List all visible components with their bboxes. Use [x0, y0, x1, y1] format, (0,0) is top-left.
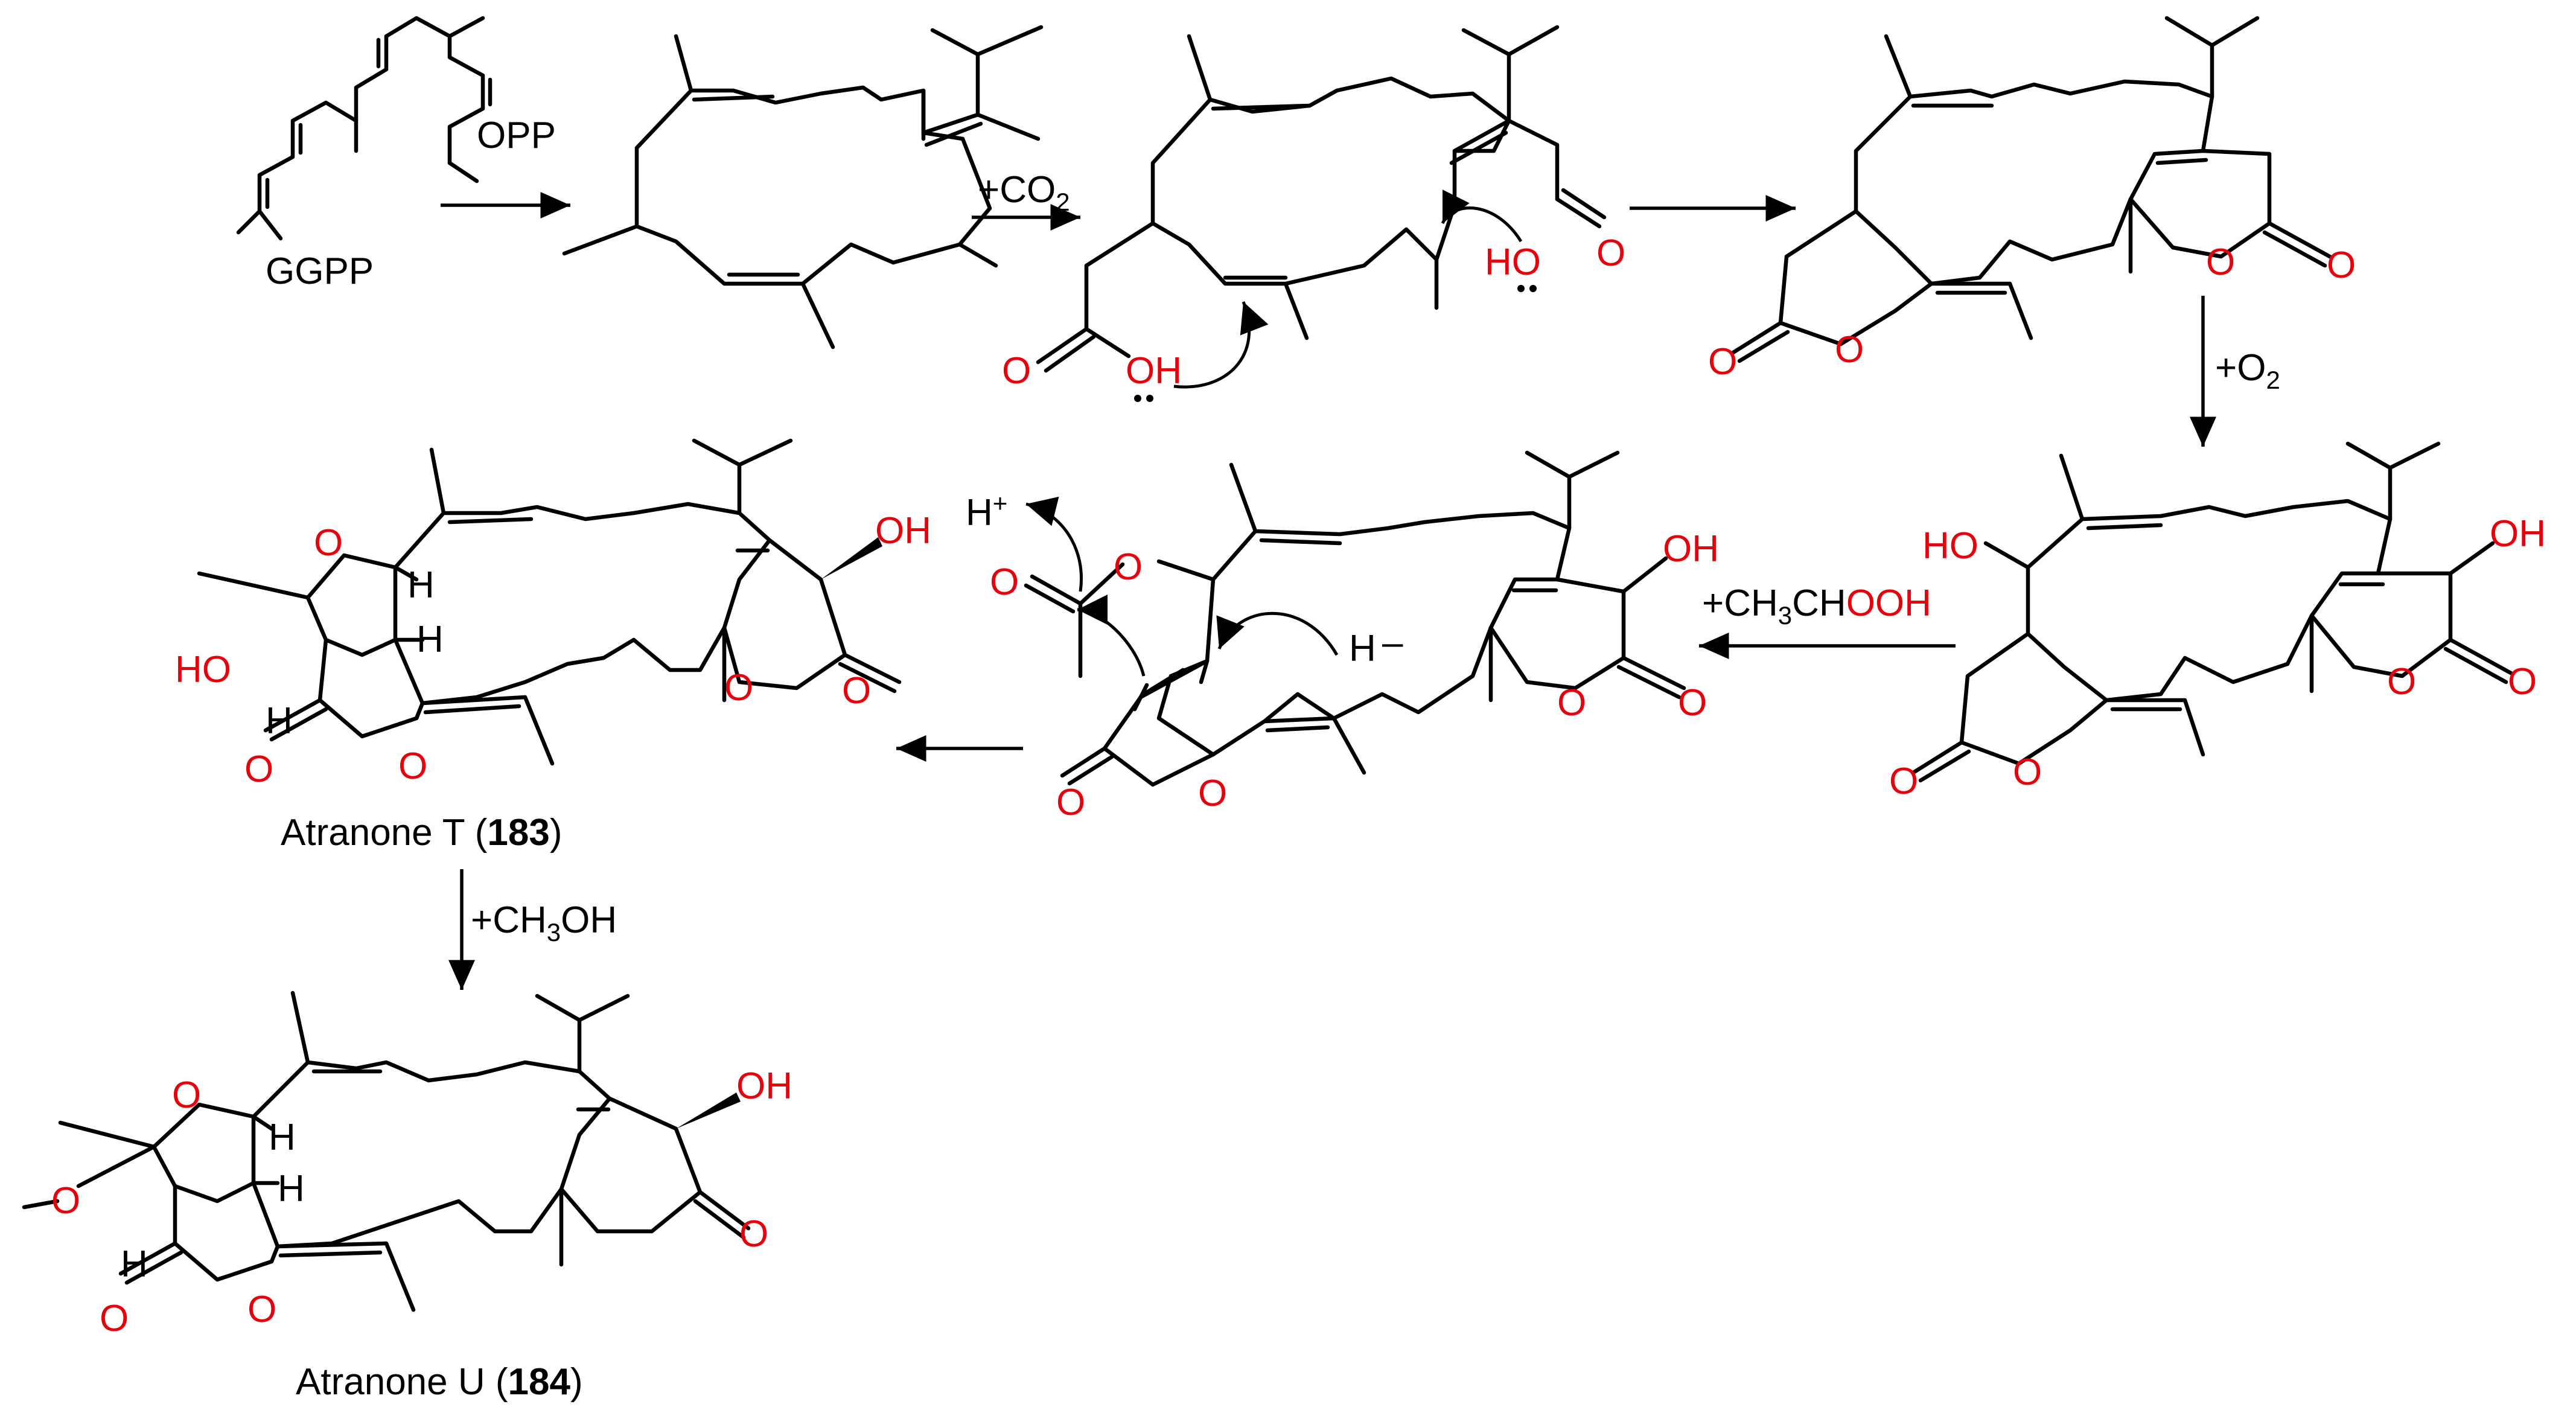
reagent-peracid-sub: 3	[1778, 601, 1792, 630]
curly-arrow-proton	[1025, 496, 1083, 592]
lone-pair-dot	[1146, 395, 1153, 402]
atranone-u-name: Atranone U (	[296, 1361, 508, 1403]
lone-pair-dot	[1529, 285, 1537, 292]
atranone-t-h3: H	[266, 700, 293, 742]
atranone-u-oh: OH	[736, 1065, 792, 1107]
reagent-methanol-sub: 3	[547, 918, 561, 946]
struct5-ho: HO	[1922, 525, 1978, 567]
ggpp-label: GGPP	[266, 250, 374, 292]
struct5-carbonyl-o1: O	[1889, 761, 1918, 802]
atranone-t-name: Atranone T (	[281, 812, 488, 853]
ggpp-molecule	[236, 16, 493, 241]
atranone-t-carbonyl-o2: O	[842, 670, 871, 712]
atranone-u-caption: Atranone U (184)	[296, 1361, 583, 1403]
reagent-peracid-ooh: OOH	[1846, 582, 1931, 624]
atranone-u-close: )	[570, 1361, 583, 1403]
reagent-methanol: +CH3OH	[471, 899, 617, 946]
wedge-bond	[821, 537, 882, 579]
wedge-bond	[676, 1093, 741, 1129]
dilactone	[1730, 16, 2332, 363]
dilactone-carbonyl-o2: O	[2327, 244, 2356, 286]
atranone-t-caption: Atranone T (183)	[281, 812, 562, 853]
reagent-co2-prefix: +CO	[978, 169, 1056, 211]
macrocycle-1	[562, 25, 1044, 349]
struct6-carbonyl-o1: O	[1056, 782, 1085, 823]
atranone-t-h2: H	[416, 619, 444, 660]
atranone-t-carbonyl-o1: O	[244, 748, 273, 790]
atranone-u-ring-o: O	[172, 1074, 201, 1116]
proton-h-symbol: H	[966, 492, 993, 534]
atranone-u-h3: H	[121, 1243, 148, 1285]
proton-charge: +	[993, 489, 1008, 517]
struct6-carbonyl-o2: O	[1678, 682, 1707, 724]
atranone-t-lactone-o: O	[398, 745, 427, 787]
dilactone-ring-o1: O	[1835, 329, 1864, 371]
atranone-u-number: 184	[508, 1361, 571, 1403]
struct5-oh: OH	[2490, 513, 2546, 555]
curly-arrow-acetate	[1077, 595, 1146, 677]
atranone-u-lactone-o: O	[247, 1289, 276, 1330]
struct6-ring-o2: O	[1557, 682, 1586, 724]
lone-pair-dot	[1134, 395, 1141, 402]
atranone-u-h1: H	[269, 1117, 296, 1158]
reagent-methanol-suffix: OH	[561, 899, 617, 941]
atranone-u-h2: H	[278, 1168, 305, 1210]
atranone-u-carbonyl-o2: O	[739, 1213, 768, 1255]
right-acid-o: O	[1596, 232, 1625, 274]
reagent-peracid: +CH3CHOOH	[1702, 582, 1931, 630]
curly-arrow-hydride	[1216, 611, 1339, 656]
curly-arrow-right	[1441, 190, 1523, 243]
reagent-methanol-prefix: +CH	[471, 899, 547, 941]
struct5-ring-o1: O	[2013, 751, 2042, 793]
reagent-peracid-ch2: CH	[1792, 582, 1846, 624]
atranone-t-ho: HO	[175, 649, 231, 691]
opp-label: OPP	[477, 115, 556, 156]
struct5-carbonyl-o2: O	[2508, 661, 2537, 703]
atranone-t-ring-o: O	[314, 522, 343, 564]
reagent-peracid-ch: +CH	[1702, 582, 1778, 624]
atranone-t-close: )	[550, 812, 563, 853]
acetoxy-ring-o: O	[1114, 546, 1143, 588]
struct5-ring-o2: O	[2387, 661, 2416, 703]
atranone-u-carbonyl-o1: O	[100, 1298, 129, 1339]
struct6-oh: OH	[1663, 528, 1719, 570]
atranone-t-pyran-o: O	[724, 667, 753, 709]
reagent-o2: +O2	[2215, 347, 2280, 394]
atranone-t-h1: H	[407, 564, 435, 606]
reagent-o2-sub: 2	[2266, 366, 2280, 394]
curly-arrow-left	[1173, 301, 1269, 389]
dilactone-carbonyl-o1: O	[1708, 341, 1737, 383]
atranone-u-methoxy-o: O	[51, 1180, 80, 1222]
hydride-charge: –	[1382, 622, 1403, 663]
proton-h: H+	[966, 489, 1007, 534]
atranone-t	[197, 438, 902, 766]
left-acid-oh: OH	[1126, 350, 1182, 392]
dihydroxy-dilactone	[1911, 441, 2513, 783]
lone-pair-dot	[1517, 285, 1525, 292]
atranone-t-oh: OH	[875, 510, 931, 552]
struct6-ring-o1: O	[1198, 773, 1227, 814]
atranone-t-number: 183	[487, 812, 549, 853]
dilactone-ring-o2: O	[2206, 241, 2235, 283]
left-acid-o: O	[1002, 350, 1031, 392]
hydride-h: H	[1349, 628, 1376, 669]
atranone-u	[22, 991, 751, 1312]
right-acid-ho: HO	[1485, 241, 1541, 283]
reagent-co2-sub: 2	[1056, 188, 1070, 216]
acetoxy-carbonyl-o: O	[990, 561, 1019, 603]
reagent-co2: +CO2	[978, 169, 1070, 216]
reagent-o2-prefix: +O	[2215, 347, 2266, 389]
